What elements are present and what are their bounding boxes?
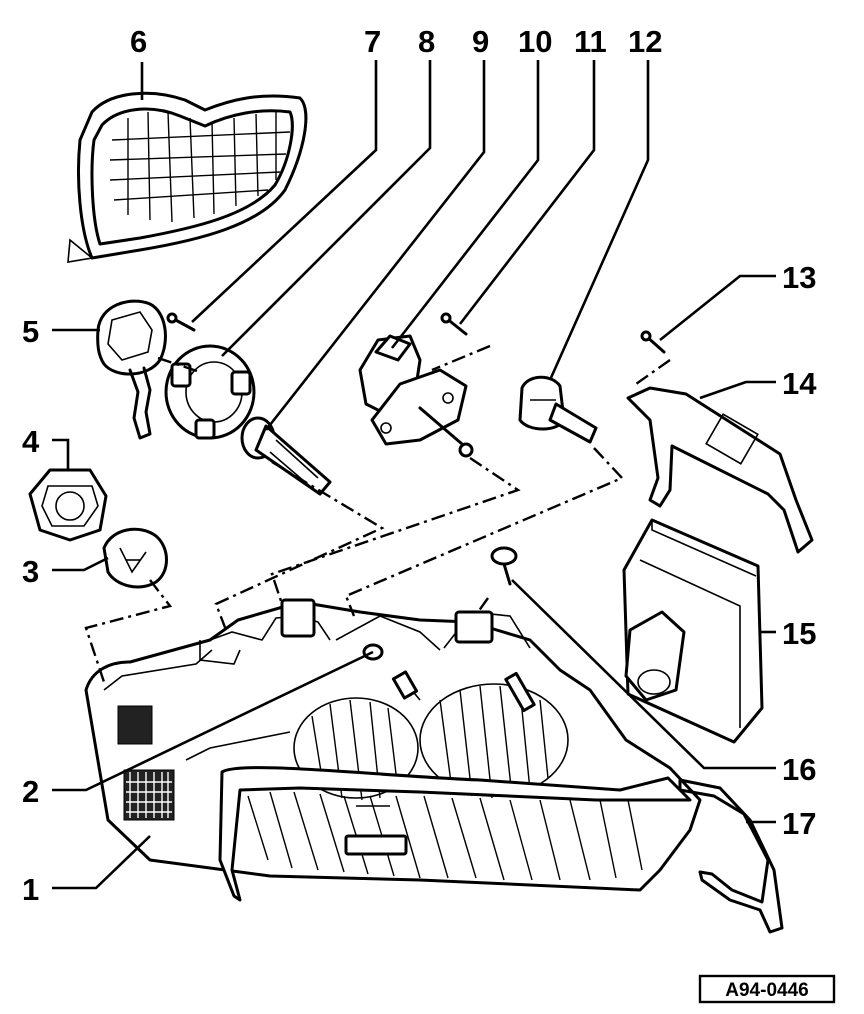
- part-7-screw: [166, 312, 196, 332]
- leader-lines: [52, 60, 776, 890]
- part-10-adjuster-motor: [358, 334, 474, 458]
- callout-6: 6: [130, 24, 147, 59]
- reference-code: A94-0446: [725, 980, 808, 1001]
- part-6-cover: [67, 91, 308, 263]
- reference-code-box: A94-0446: [698, 974, 836, 1004]
- callout-4: 4: [22, 424, 40, 459]
- part-16-clip: [490, 546, 518, 586]
- part-1-headlight-housing: [84, 598, 702, 902]
- callout-16: 16: [782, 752, 816, 787]
- part-17-seal: [678, 778, 784, 934]
- part-11-screw: [440, 312, 468, 336]
- part-4-socket: [28, 468, 108, 542]
- callout-2: 2: [22, 774, 39, 809]
- callout-3: 3: [22, 554, 39, 589]
- callout-17: 17: [782, 806, 816, 841]
- callout-1: 1: [22, 872, 39, 907]
- part-8-retaining-ring: [164, 344, 256, 440]
- callout-11: 11: [574, 24, 607, 59]
- assembly-lines: [84, 344, 671, 683]
- part-15-control-unit: [622, 518, 764, 744]
- part-14-bracket: [626, 386, 814, 554]
- part-13-screw: [640, 330, 666, 354]
- callout-12: 12: [628, 24, 662, 59]
- callout-8: 8: [418, 24, 435, 59]
- part-12-halogen-bulb: [518, 375, 598, 444]
- callout-13: 13: [782, 260, 816, 295]
- callout-labels: 1 2 3 4 5 6 7 8 9 10 11 12 13 14 15 16 1…: [22, 24, 817, 907]
- part-3-bulb: [102, 527, 168, 589]
- callout-9: 9: [472, 24, 489, 59]
- callout-5: 5: [22, 314, 39, 349]
- callout-7: 7: [364, 24, 381, 59]
- callout-15: 15: [782, 616, 816, 651]
- callout-14: 14: [782, 366, 817, 401]
- callout-10: 10: [518, 24, 552, 59]
- part-9-xenon-bulb: [240, 416, 332, 496]
- part-5-bulb-holder: [96, 299, 167, 440]
